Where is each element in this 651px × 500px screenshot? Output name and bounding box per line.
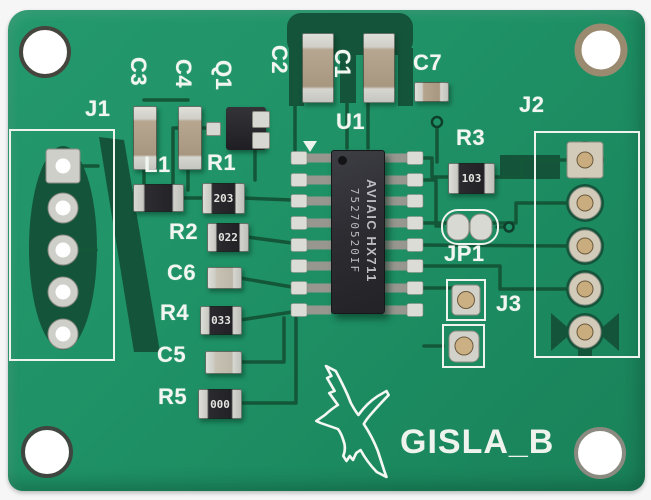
- label-c3: C3: [126, 57, 151, 87]
- capacitor-c2: [302, 33, 334, 103]
- ic-u1-body: [331, 150, 385, 314]
- r1-marking: 203: [213, 192, 234, 205]
- label-c1: C1: [330, 49, 355, 79]
- q1-pad: [206, 122, 221, 136]
- label-c6: C6: [167, 260, 197, 285]
- label-j1: J1: [85, 96, 111, 121]
- resistor-r3: 103: [448, 163, 495, 194]
- via: [430, 115, 444, 129]
- capacitor-c4: [178, 106, 202, 170]
- transistor-q1: [206, 107, 270, 150]
- resistor-r1: 203: [202, 183, 245, 214]
- mounting-hole-bottom-right: [574, 427, 626, 479]
- jp1-silkscreen-outline: [441, 209, 499, 245]
- capacitor-c5: [205, 351, 242, 374]
- r3-marking: 103: [461, 172, 482, 185]
- bird-logo-icon: [314, 364, 390, 479]
- j3-pin2-silkscreen-outline: [442, 324, 485, 368]
- ic-marking-line1: AVIAIC HX711: [364, 179, 379, 283]
- via: [503, 221, 515, 233]
- label-r2: R2: [169, 219, 199, 244]
- label-r1: R1: [207, 150, 237, 175]
- q1-pad: [252, 111, 270, 128]
- capacitor-c6: [207, 267, 242, 289]
- label-c4: C4: [171, 59, 196, 89]
- ic-pin1-dot: [338, 156, 347, 165]
- r2-marking: 022: [218, 231, 238, 244]
- r4-marking: 033: [211, 314, 231, 327]
- jp1-jumper-pads: [446, 213, 493, 241]
- resistor-r4: 033: [200, 306, 242, 335]
- mounting-hole-top-right: [574, 23, 628, 77]
- capacitor-c7: [414, 82, 449, 102]
- j3-header-pads: [448, 284, 481, 363]
- ic-u1-marking: AVIAIC HX711 75270520IF: [335, 151, 379, 311]
- label-c2: C2: [267, 45, 292, 75]
- j1-connector-pads: [45, 148, 81, 350]
- j2-silkscreen-outline: [534, 131, 640, 358]
- ic-marking-line2: 75270520IF: [348, 187, 361, 275]
- label-r3: R3: [456, 125, 486, 150]
- pin1-triangle-marker: [303, 141, 317, 152]
- inductor-l1: [133, 184, 184, 212]
- label-q1: Q1: [211, 60, 236, 91]
- label-c7: C7: [413, 50, 443, 75]
- label-jp1: JP1: [444, 241, 485, 266]
- label-j3: J3: [496, 291, 522, 316]
- label-r4: R4: [160, 300, 190, 325]
- j3-pin1-silkscreen-outline: [446, 279, 486, 321]
- silkscreen-outlines: [9, 129, 640, 368]
- label-c5: C5: [157, 342, 187, 367]
- label-r5: R5: [158, 384, 188, 409]
- label-u1: U1: [336, 109, 366, 134]
- u1-ic-pins: [290, 151, 424, 317]
- label-j2: J2: [519, 92, 545, 117]
- logo-text: GISLA_B: [400, 423, 555, 461]
- mounting-hole-top-left: [19, 26, 71, 78]
- j1-silkscreen-outline: [9, 129, 115, 361]
- capacitor-c1: [363, 33, 395, 103]
- j2-connector-pads: [566, 141, 604, 349]
- label-l1: L1: [144, 152, 171, 177]
- resistor-r5: 000: [198, 389, 242, 419]
- capacitor-c3: [133, 106, 157, 170]
- r5-marking: 000: [210, 397, 230, 411]
- mounting-hole-bottom-left: [21, 426, 73, 478]
- resistor-r2: 022: [207, 223, 249, 252]
- q1-pad: [252, 132, 270, 149]
